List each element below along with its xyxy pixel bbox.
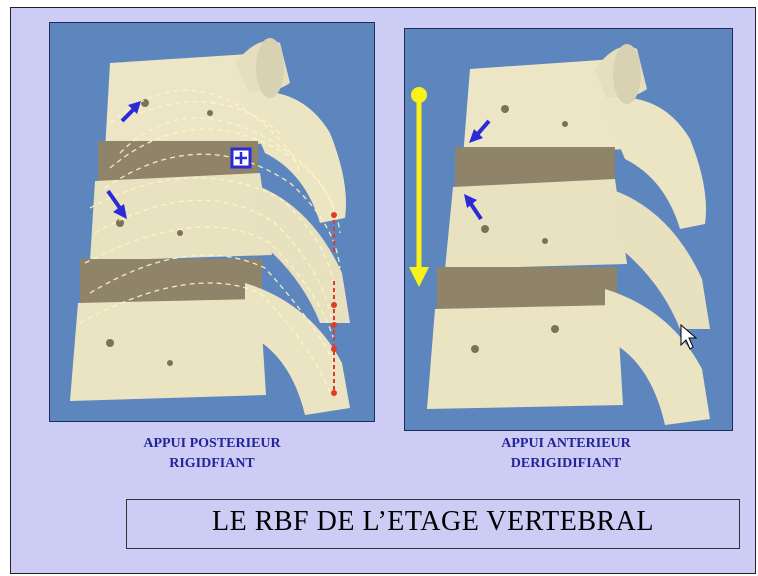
pivot-marker-icon <box>232 149 250 167</box>
yellow-double-arrow-icon <box>409 87 429 287</box>
spine-illustration-left <box>50 23 374 421</box>
caption-anterior: APPUI ANTERIEUR DERIGIDIFIANT <box>451 434 681 474</box>
title-box: LE RBF DE L’ETAGE VERTEBRAL <box>126 499 740 549</box>
photo-anterior-support <box>404 28 733 431</box>
caption-left-line1: APPUI POSTERIEUR <box>99 434 325 454</box>
spine-illustration-right <box>405 29 732 430</box>
caption-right-line1: APPUI ANTERIEUR <box>451 434 681 454</box>
caption-left-line2: RIGIDFIANT <box>99 454 325 474</box>
caption-posterior: APPUI POSTERIEUR RIGIDFIANT <box>99 434 325 474</box>
photo-posterior-support <box>49 22 375 422</box>
slide-title: LE RBF DE L’ETAGE VERTEBRAL <box>127 506 739 538</box>
slide: APPUI POSTERIEUR RIGIDFIANT APPUI ANTERI… <box>10 7 756 574</box>
caption-right-line2: DERIGIDIFIANT <box>451 454 681 474</box>
